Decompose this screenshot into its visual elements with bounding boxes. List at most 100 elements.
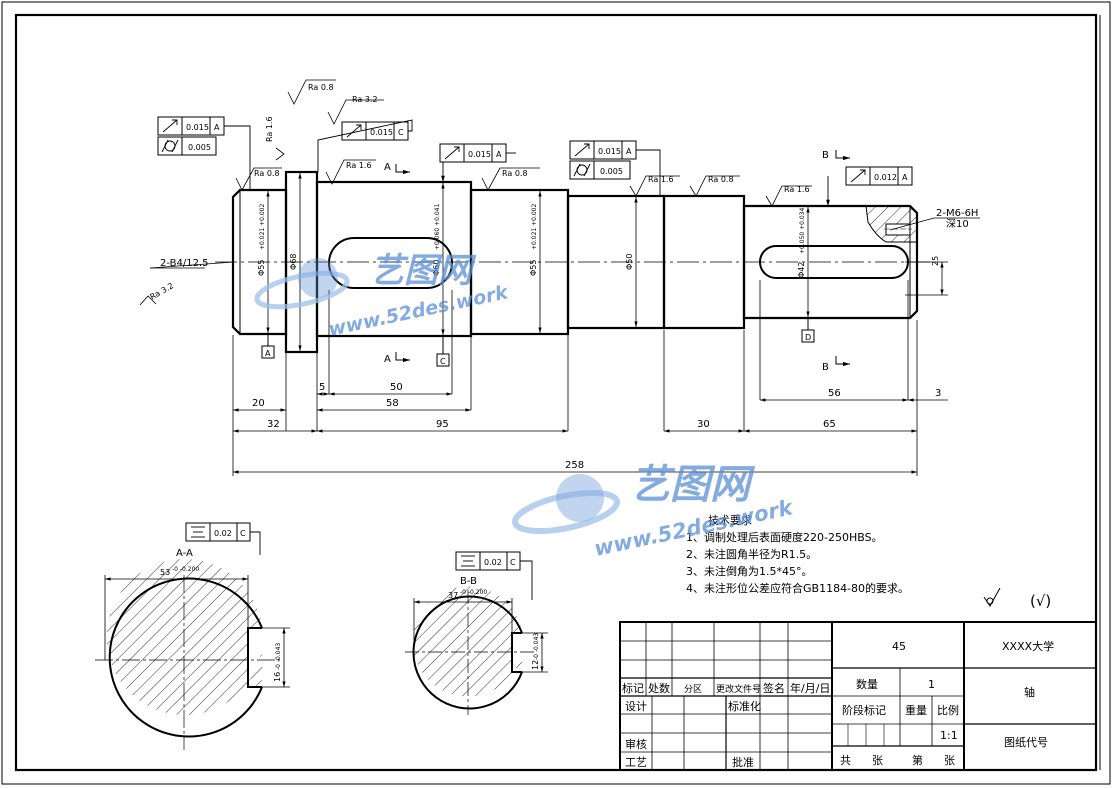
dim-bb-12: 12 [531, 660, 540, 670]
roughness-r8: Ra 0.8 [708, 175, 734, 184]
gdt-runout3-datum: A [496, 150, 502, 159]
section-b-top: B [822, 150, 829, 161]
tb-mark: 标记 [622, 681, 644, 695]
tb-standard: 标准化 [728, 699, 761, 713]
dim-aa-16-tol: -0 -0.043 [275, 643, 282, 670]
rest-roughness-text: (√) [1030, 592, 1051, 610]
dim-d42-tol: +0.050 +0.034 [799, 208, 806, 254]
globe-logo-icon [512, 474, 620, 535]
section-a-top: A [384, 162, 391, 173]
roughness-r3: Ra 1.6 [265, 116, 274, 142]
dim-aa-53: 53 [160, 568, 170, 577]
dim-d68: Φ68 [289, 254, 298, 270]
globe-logo-icon [254, 258, 350, 310]
dim-5: 5 [319, 382, 325, 393]
tb-ratio-label: 比例 [937, 703, 959, 717]
runout-icon [574, 143, 590, 157]
tb-ratio-value: 1:1 [940, 729, 958, 742]
roughness-r7: Ra 1.6 [648, 175, 674, 184]
thread-depth: 深10 [946, 218, 969, 230]
roughness-r4: Ra 0.8 [254, 169, 280, 178]
dim-d55b-tol: +0.021 +0.002 [531, 204, 538, 250]
title-block-text: 标记 处数 分区 更改文件号 签名 年/月/日 设计 标准化 审核 工艺 批准 … [622, 639, 1054, 769]
gdt-runout1-datum: A [214, 123, 220, 132]
tb-review: 审核 [625, 737, 647, 751]
dim-258: 258 [565, 460, 584, 471]
runout-icon [444, 146, 460, 160]
dim-d50: Φ50 [625, 254, 634, 270]
dim-d60-tol: +0.060 +0.041 [434, 204, 441, 250]
tb-process: 工艺 [625, 756, 647, 769]
tb-count: 处数 [648, 682, 670, 695]
tb-change-doc: 更改文件号 [716, 683, 761, 695]
rest-roughness: (√) [983, 587, 1051, 610]
note-1: 1、调制处理后表面硬度220-250HBS。 [686, 530, 883, 544]
center-hole-callout: 2-B4/12.5 [160, 258, 208, 269]
keyway-1 [328, 237, 453, 289]
roughness-r9: Ra 1.6 [784, 185, 810, 194]
dim-32: 32 [267, 419, 280, 430]
roughness-icon [983, 587, 1001, 607]
dim-3: 3 [935, 388, 941, 399]
gdt-runout4-value: 0.015 [598, 147, 621, 156]
length-dimensions [232, 280, 948, 476]
technical-requirements: 技术要求 1、调制处理后表面硬度220-250HBS。 2、未注圆角半径为R1.… [686, 514, 909, 595]
gdt-sym2-datum: C [510, 558, 516, 567]
tb-qty-value: 1 [928, 678, 935, 691]
diameter-dimensions [266, 173, 948, 351]
gdt-sym1-datum: C [240, 529, 246, 538]
dim-d55b: Φ55 [529, 260, 538, 276]
datum-a: A [265, 349, 271, 358]
gdt-sym2-value: 0.02 [484, 558, 502, 567]
runout-icon [346, 124, 362, 138]
section-b-bottom: B [822, 362, 829, 373]
note-2: 2、未注圆角半径为R1.5。 [686, 547, 817, 561]
section-bb-view [405, 586, 548, 715]
tb-drawing-no: 图纸代号 [1004, 736, 1048, 749]
section-aa-title: A-A [176, 548, 193, 559]
note-4: 4、未注形位公差应符合GB1184-80的要求。 [686, 581, 909, 595]
tb-sheets-no: 第 [912, 753, 923, 767]
tb-approve: 批准 [732, 755, 754, 769]
datum-marks [261, 318, 815, 367]
notes-title: 技术要求 [708, 514, 752, 527]
datum-c: C [440, 357, 446, 366]
tb-material: 45 [892, 640, 906, 653]
tb-design: 设计 [625, 700, 647, 713]
watermark-brand: 艺图网 [370, 251, 477, 291]
watermark-2: 艺图网 www.52des.work [512, 462, 797, 561]
symmetry-icon [461, 555, 475, 567]
dim-key-height: 25 [931, 256, 940, 266]
tb-weight-label: 重量 [905, 703, 927, 717]
tb-qty-label: 数量 [856, 678, 878, 691]
gdt-runout1-value: 0.015 [186, 123, 209, 132]
dim-aa-53-tol: -0 -0.200 [172, 566, 199, 573]
roughness-r10: Ra 3.2 [149, 281, 176, 302]
gdt-runout2-datum: C [398, 128, 404, 137]
dim-d55a: Φ55 [257, 260, 266, 276]
section-bb-title: B-B [460, 576, 477, 587]
thread-callout: 2-M6-6H [936, 208, 978, 219]
dim-d42: Φ42 [797, 262, 806, 278]
section-a-bottom: A [384, 354, 391, 365]
tb-sheets-unit1: 张 [872, 754, 883, 767]
dim-20: 20 [252, 398, 265, 409]
gdt-cyl2-value: 0.005 [600, 167, 623, 176]
roughness-r6: Ra 0.8 [502, 169, 528, 178]
dim-d55a-tol: +0.021 +0.002 [259, 204, 266, 250]
dim-bb-37-tol: -0 -0.200 [460, 589, 487, 596]
callouts [149, 217, 980, 269]
gdt-cyl1-value: 0.005 [188, 143, 211, 152]
shaft-main-view [215, 170, 930, 354]
gdt-runout5-datum: A [902, 173, 908, 182]
tb-sheets-total: 共 [840, 754, 851, 767]
dim-30: 30 [697, 419, 710, 430]
dim-95: 95 [436, 419, 449, 430]
tb-part-name: 轴 [1024, 685, 1035, 699]
runout-icon [162, 119, 178, 133]
dim-d60: Φ60 [432, 260, 441, 276]
cylindricity-icon [161, 139, 179, 153]
roughness-r2: Ra 3.2 [352, 95, 378, 104]
